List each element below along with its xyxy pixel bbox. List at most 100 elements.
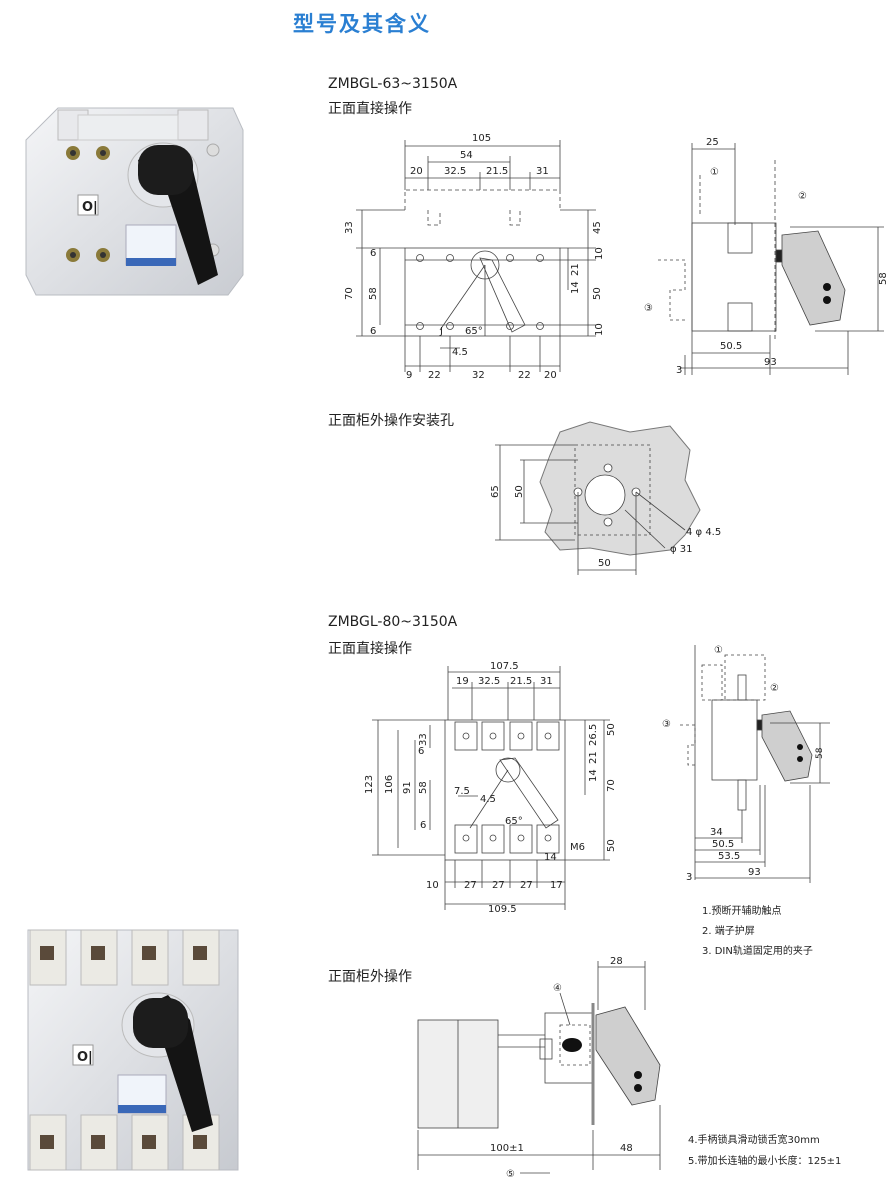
- dim-45: 45: [592, 221, 603, 234]
- f2-dim-14b: 14: [544, 852, 557, 863]
- f2-dim-106: 106: [384, 775, 395, 794]
- cab-note-4: 4.手柄锁具滑动锁舌宽30mm: [688, 1135, 820, 1146]
- f2-dim-b10: 10: [426, 880, 439, 891]
- f2-dim-33: 33: [418, 733, 429, 746]
- dim-20: 20: [410, 166, 423, 177]
- section1-model: ZMBGL-63~3150A: [328, 76, 458, 92]
- photo2-switch-label: O|: [77, 1050, 93, 1065]
- s2-callout-3: ③: [662, 719, 671, 730]
- s2-dim-34: 34: [710, 827, 723, 838]
- f2-dim-6b: 6: [420, 820, 426, 831]
- dim-angle: 65°: [465, 326, 483, 337]
- s2-dim-53-5: 53.5: [718, 851, 740, 862]
- f2-dim-65: 65°: [505, 816, 523, 827]
- side-dim-50-5: 50.5: [720, 341, 742, 352]
- section2-cabinet-op-label: 正面柜外操作: [328, 969, 412, 985]
- dim-6a: 6: [370, 248, 376, 259]
- cab-callout-4: ④: [553, 983, 562, 994]
- dim-10a: 10: [594, 247, 605, 260]
- s2-callout-2: ②: [770, 683, 779, 694]
- side-dim-25: 25: [706, 137, 719, 148]
- f2-dim-107-5: 107.5: [490, 661, 519, 672]
- dim-b22b: 22: [518, 370, 531, 381]
- page-title: 型号及其含义: [293, 12, 431, 36]
- note-1: 1.预断开辅助触点: [702, 906, 782, 917]
- side-callout-1: ①: [710, 167, 719, 178]
- f2-dim-70: 70: [606, 779, 617, 792]
- f2-dim-123: 123: [364, 775, 375, 794]
- hole-dim-65: 65: [490, 485, 501, 498]
- f2-dim-21: 21: [588, 751, 599, 764]
- dim-10b: 10: [594, 323, 605, 336]
- side-callout-3: ③: [644, 303, 653, 314]
- f2-dim-91: 91: [402, 781, 413, 794]
- f2-dim-b27b: 27: [492, 880, 505, 891]
- f2-dim-4-5: 4.5: [480, 794, 496, 805]
- dim-b22a: 22: [428, 370, 441, 381]
- f2-dim-32-5: 32.5: [478, 676, 500, 687]
- photo-switch-label: O|: [82, 200, 98, 215]
- f2-dim-21-5: 21.5: [510, 676, 532, 687]
- dim-b9: 9: [406, 370, 412, 381]
- side-dim-3: 3: [676, 365, 682, 376]
- side-dim-58: 58: [878, 272, 889, 285]
- section2-front-drawing: 107.5 19 32.5 21.5 31 123 106 91 58 33 6…: [364, 661, 617, 915]
- f2-dim-7-5: 7.5: [454, 786, 470, 797]
- f2-dim-14a: 14: [588, 769, 599, 782]
- s2-dim-58: 58: [815, 747, 825, 759]
- cab-callout-5: ⑤: [506, 1169, 515, 1180]
- dim-31: 31: [536, 166, 549, 177]
- section1-front-drawing: 105 54 20 32.5 21.5 31 33 6 70 58 6 45 1…: [344, 133, 605, 381]
- section2-front-op-label: 正面直接操作: [328, 641, 412, 657]
- dim-54: 54: [460, 150, 473, 161]
- section1-front-op-label: 正面直接操作: [328, 101, 412, 117]
- dim-32-5: 32.5: [444, 166, 466, 177]
- hole-dim-50h: 50: [598, 558, 611, 569]
- f2-dim-6a: 6: [418, 746, 424, 757]
- f2-dim-58: 58: [418, 781, 429, 794]
- dim-j: J: [439, 326, 443, 337]
- section2-model: ZMBGL-80~3150A: [328, 614, 458, 630]
- dim-b32: 32: [472, 370, 485, 381]
- dim-33: 33: [344, 221, 355, 234]
- f2-dim-26-5: 26.5: [588, 724, 599, 746]
- s2-dim-93: 93: [748, 867, 761, 878]
- side-dim-93: 93: [764, 357, 777, 368]
- section1-cabinet-hole-label: 正面柜外操作安装孔: [328, 413, 454, 429]
- dim-70: 70: [344, 287, 355, 300]
- dim-21-5: 21.5: [486, 166, 508, 177]
- product-photo-1: O|: [25, 107, 244, 296]
- s2-callout-1: ①: [714, 645, 723, 656]
- dim-6b: 6: [370, 326, 376, 337]
- f2-dim-b17: 17: [550, 880, 563, 891]
- dim-21: 21: [570, 263, 581, 276]
- hole-dim-50v: 50: [514, 485, 525, 498]
- s2-dim-3: 3: [686, 872, 692, 883]
- cab-dim-28: 28: [610, 956, 623, 967]
- f2-dim-50b: 50: [606, 839, 617, 852]
- section2-side-drawing: 58 34 50.5 53.5 3 93 ① ② ③: [662, 645, 830, 883]
- dim-4-5: 4.5: [452, 347, 468, 358]
- note-2: 2. 端子护屏: [702, 926, 755, 937]
- cab-dim-48: 48: [620, 1143, 633, 1154]
- hole-dim-4phi: 4 φ 4.5: [686, 527, 721, 538]
- f2-dim-31: 31: [540, 676, 553, 687]
- f2-dim-19: 19: [456, 676, 469, 687]
- section1-hole-drawing: 65 50 50 4 φ 4.5 φ 31: [490, 421, 721, 575]
- cab-dim-100: 100±1: [490, 1143, 524, 1154]
- product-photo-2: O|: [27, 929, 239, 1171]
- side-callout-2: ②: [798, 191, 807, 202]
- section1-side-drawing: 25 58 50.5 3 93 ① ② ③: [644, 137, 889, 376]
- f2-dim-109-5: 109.5: [488, 904, 517, 915]
- s2-dim-50-5: 50.5: [712, 839, 734, 850]
- dim-50: 50: [592, 287, 603, 300]
- dim-105: 105: [472, 133, 491, 144]
- note-3: 3. DIN轨道固定用的夹子: [702, 946, 813, 957]
- dim-b20: 20: [544, 370, 557, 381]
- f2-dim-m6: M6: [570, 842, 585, 853]
- dim-14: 14: [570, 281, 581, 294]
- hole-dim-phi31: φ 31: [670, 544, 693, 555]
- dim-58: 58: [368, 287, 379, 300]
- f2-dim-b27c: 27: [520, 880, 533, 891]
- f2-dim-50a: 50: [606, 723, 617, 736]
